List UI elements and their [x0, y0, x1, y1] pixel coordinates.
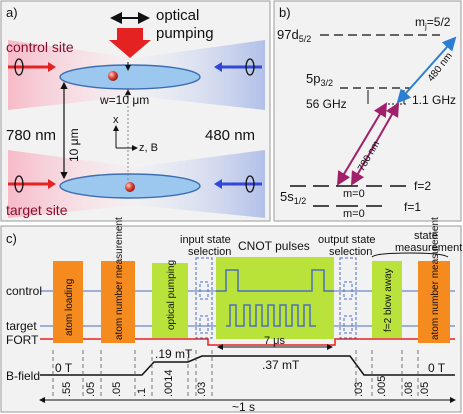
header-state-meas-line-1: state [414, 230, 438, 242]
control-atom [108, 71, 118, 81]
optical-pumping-arrow [109, 28, 151, 58]
header-output-line-2: selection [329, 246, 372, 258]
time-label: .0014 [163, 369, 175, 397]
output-selection-box [339, 257, 357, 339]
bfield-trace [40, 355, 455, 376]
time-label: .03 [353, 382, 365, 397]
circular-polarization-icon [14, 58, 24, 76]
atom-loading-block [53, 261, 83, 343]
header-output-line-1: output state [318, 234, 376, 246]
header-input-line-1: input state [180, 234, 231, 246]
b-19mt: .19 mT [155, 347, 193, 361]
level-97d-label: 97d5/2 [277, 27, 311, 44]
channel-fort: FORT [6, 333, 39, 347]
time-label: .05 [111, 382, 123, 397]
level-5p-label: 5p3/2 [306, 71, 333, 88]
circular-polarization-icon [245, 175, 255, 193]
time-label: .05 [419, 382, 431, 397]
atom-loading-text: atom loading [64, 279, 75, 336]
m0-lower-label: m=0 [343, 208, 365, 220]
panel-a: a) optical pumping control site target s… [0, 0, 271, 222]
control-pulses [216, 269, 334, 292]
control-site-label: control site [6, 39, 74, 55]
header-state-meas-line-2: measurement [395, 242, 462, 254]
header-cnot: CNOT pulses [238, 239, 310, 253]
time-label: .1 [136, 388, 148, 397]
panel-a-label: a) [6, 5, 18, 20]
circular-polarization-icon [245, 58, 255, 76]
target-atom [125, 182, 135, 192]
time-label: .55 [61, 382, 73, 397]
f1-label: f=1 [404, 200, 421, 214]
blow-away-block [372, 261, 402, 338]
laser-480-arrow [396, 36, 457, 104]
separation-label: 10 μm [67, 128, 81, 162]
channel-control: control [6, 284, 42, 298]
channel-target: target [6, 319, 37, 333]
panel-b-label: b) [279, 5, 291, 20]
laser-780-arrow-2 [351, 102, 399, 186]
axis-x-label: x [113, 114, 119, 126]
target-site-label: target site [6, 202, 68, 218]
number-measurement-block-2 [418, 261, 450, 343]
m0-upper-label: m=0 [343, 188, 365, 200]
number-measurement-block-1 [101, 261, 135, 343]
input-selection-box [195, 257, 213, 339]
level-5s-label: 5s1/2 [280, 189, 306, 206]
pumping-text-1: optical [156, 7, 199, 24]
axis-zb-label: z, B [139, 142, 158, 154]
mj-label: mj=5/2 [415, 15, 451, 31]
control-trap [59, 64, 201, 90]
waist-label: w=10 μm [99, 93, 149, 107]
panel-c-label: c) [6, 231, 17, 246]
time-label: .005 [376, 376, 388, 397]
wavelength-480-label: 480 nm [205, 127, 255, 144]
b-0t-left: 0 T [55, 361, 73, 375]
wavelength-780-label: 780 nm [6, 127, 56, 144]
pumping-text-2: pumping [156, 25, 214, 42]
time-label: .03 [196, 382, 208, 397]
blue-beam-upper [135, 40, 265, 110]
channel-bfield: B-field [6, 369, 40, 383]
panel-c: c) control target FORT B-field atom load… [0, 217, 462, 414]
b-37mt: .37 mT [262, 358, 300, 372]
optical-pumping-text: optical pumping [166, 260, 177, 330]
number-measurement-text-1: atom number measurement [114, 217, 125, 340]
panel-b: b) 97d5/2 mj=5/2 5p3/2 56 GHz 1.1 GHz 48… [273, 0, 462, 222]
time-labels: .55 .05 .05 .1 .0014 .03 .03 .005 .08 .05 [61, 369, 431, 397]
time-label: .05 [85, 382, 97, 397]
optical-pumping-block [152, 263, 188, 338]
detuning-1-1ghz: 1.1 GHz [412, 93, 456, 107]
duration-7us: 7 μs [264, 335, 286, 347]
target-pulses [226, 304, 316, 327]
blow-away-text: f=2 blow away [383, 268, 394, 332]
blue-beam-lower [135, 150, 265, 218]
detuning-56ghz: 56 GHz [306, 97, 347, 111]
state-meas-brace [371, 252, 449, 258]
time-label: .08 [403, 382, 415, 397]
number-measurement-text-2: atom number measurement [430, 217, 441, 340]
total-time: ~1 s [232, 400, 255, 414]
header-input-line-2: selection [188, 246, 231, 258]
b-0t-right: 0 T [428, 361, 446, 375]
f2-label: f=2 [414, 179, 431, 193]
circular-polarization-icon [14, 175, 24, 193]
